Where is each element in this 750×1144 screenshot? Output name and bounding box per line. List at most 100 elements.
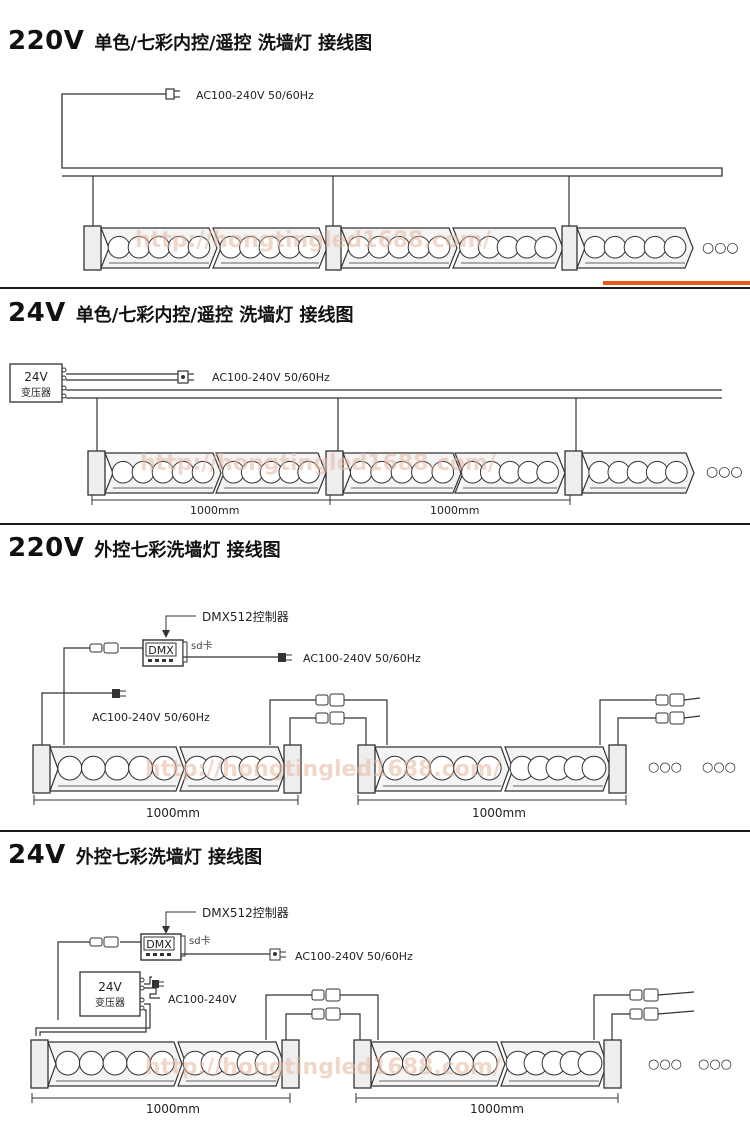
wall-washer-fixture <box>500 1041 608 1087</box>
transformer-box: 24V 变压器 <box>79 971 145 1017</box>
plug-icon <box>177 370 194 384</box>
led-lens <box>534 235 557 259</box>
link-cable <box>617 717 656 745</box>
end-cap <box>83 225 102 271</box>
wall-washer-fixture <box>370 1041 506 1087</box>
wall-washer-fixture <box>340 227 458 269</box>
end-cap <box>564 450 583 496</box>
end-cap <box>87 450 106 496</box>
ac-input-label: AC100-240V 50/60Hz <box>303 652 421 665</box>
link-cable <box>265 994 312 1040</box>
section-4-diagram: DMX512控制器 DMX sd卡 AC100-240V 50/60Hz 24V… <box>30 906 732 1116</box>
dmx-box-label: DMX <box>148 644 174 657</box>
led-lens <box>104 755 130 781</box>
wall-washer-fixture <box>374 746 510 792</box>
callout-arrow <box>162 615 196 638</box>
led-lens <box>581 755 607 781</box>
watermark: http://hongtingled1688.com/ <box>135 228 492 253</box>
transformer-label: 变压器 <box>21 386 51 399</box>
end-cap <box>357 744 376 794</box>
section-1-heading: 单色/七彩内控/遥控 洗墙灯 接线图 <box>94 33 373 54</box>
length-label: 1000mm <box>430 504 479 517</box>
led-lens <box>111 460 135 484</box>
led-lens <box>623 235 647 259</box>
signal-cable <box>63 647 90 745</box>
sd-card-label: sd卡 <box>189 934 211 947</box>
dc-cable <box>39 1009 147 1036</box>
ac-cable <box>144 976 152 985</box>
ac-input-label: AC100-240V 50/60Hz <box>295 950 413 963</box>
led-lens <box>297 460 320 484</box>
led-lens <box>603 235 627 259</box>
transformer-label: 变压器 <box>95 996 125 1009</box>
dc-cable <box>35 1003 151 1036</box>
plug-icon <box>112 689 126 698</box>
link-cable <box>285 1013 312 1040</box>
link-cable <box>344 699 388 745</box>
led-lens <box>431 460 455 484</box>
led-lens <box>588 460 611 484</box>
link-cable <box>683 715 701 719</box>
continuation-dots: ○○○ <box>648 1057 682 1072</box>
transformer-box: 24V 变压器 <box>9 363 67 403</box>
end-cap <box>608 744 627 794</box>
wall-washer-fixture <box>179 746 287 792</box>
link-cable <box>599 699 656 745</box>
wall-washer-fixture <box>576 227 694 269</box>
section-4-voltage: 24V <box>8 840 66 870</box>
section-2-diagram: 24V 变压器 AC100-240V 50/60Hz ○○○ http://ho… <box>9 363 743 517</box>
callout-arrow <box>162 911 196 934</box>
end-cap <box>32 744 51 794</box>
end-cap <box>325 225 342 271</box>
transformer-voltage: 24V <box>98 980 122 994</box>
led-lens <box>297 235 321 259</box>
wall-washer-fixture <box>581 452 695 494</box>
end-cap <box>283 744 302 794</box>
end-cap <box>281 1039 300 1089</box>
plug-icon <box>152 980 164 988</box>
section-divider <box>0 287 750 289</box>
section-divider <box>0 523 750 525</box>
led-lens <box>107 235 131 259</box>
wall-washer-fixture <box>47 1041 183 1087</box>
length-label: 1000mm <box>470 1102 524 1116</box>
length-label: 1000mm <box>146 806 200 820</box>
led-lens <box>256 755 282 781</box>
wall-washer-fixture <box>100 227 218 269</box>
led-lens <box>427 235 451 259</box>
ac-cable <box>144 987 160 999</box>
ac-input-label: AC100-240V 50/60Hz <box>92 711 210 724</box>
section-divider <box>0 830 750 832</box>
connector-icon <box>629 988 659 1021</box>
section-1-title: 220V 单色/七彩内控/遥控 洗墙灯 接线图 <box>8 26 372 56</box>
led-lens <box>626 460 650 484</box>
link-cable <box>593 994 630 1040</box>
section-1-voltage: 220V <box>8 26 85 56</box>
connector-icon <box>89 936 119 948</box>
power-cable <box>61 93 723 177</box>
link-cable <box>269 699 316 745</box>
dmx-controller-box: DMX <box>140 933 186 961</box>
continuation-dots: ○○○ <box>698 1057 732 1072</box>
led-lens <box>607 460 631 484</box>
led-lens <box>57 755 83 781</box>
link-cable <box>657 1010 695 1015</box>
length-label: 1000mm <box>472 806 526 820</box>
wall-washer-fixture <box>454 452 566 494</box>
led-lens <box>187 235 211 259</box>
ac-input-label: AC100-240V 50/60Hz <box>196 89 314 102</box>
led-lens <box>476 755 502 781</box>
led-lens <box>149 1050 175 1076</box>
link-cable <box>657 991 695 996</box>
led-lens <box>472 1050 498 1076</box>
plug-icon <box>269 948 286 961</box>
led-lens <box>536 460 559 484</box>
led-lens <box>102 1050 128 1076</box>
end-cap <box>353 1039 372 1089</box>
led-lens <box>663 235 687 259</box>
connector-icon <box>311 988 341 1021</box>
end-cap <box>561 225 578 271</box>
section-3-voltage: 220V <box>8 533 85 563</box>
